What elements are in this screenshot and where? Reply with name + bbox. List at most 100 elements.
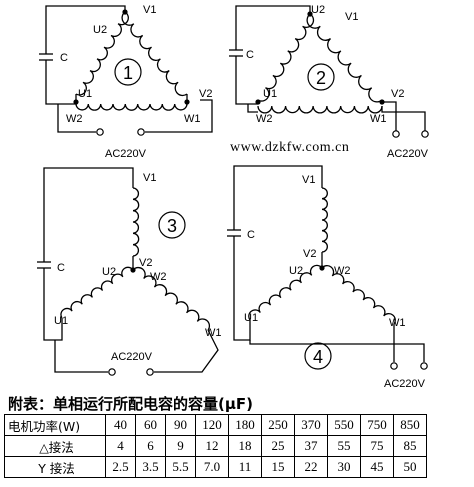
wire [154,329,219,373]
coil-winding [321,187,328,253]
wiring-diagram: V1 U2 C U1 V2 W2 W1 AC220V 1 U2 V1 C U1 … [37,4,429,390]
table-header-delta: △接法 [4,435,106,457]
coil-winding [75,103,188,111]
table-cell: 75 [360,435,394,457]
d4-number: 4 [313,347,323,367]
d2-number-circle [307,63,335,91]
table-cell: 90 [165,414,196,436]
table-cell: 4 [105,435,136,457]
terminal [392,130,400,138]
junction-dot [379,99,385,105]
d2-label-v2: V2 [391,88,404,100]
supply-terminals [96,128,429,376]
table-cell: 180 [228,414,262,436]
wire [235,5,311,50]
wire [382,101,397,132]
d2-label-u1: U1 [263,88,277,100]
d3-number-circle [158,211,186,239]
wire [247,104,258,113]
table-cell: 750 [360,414,394,436]
wire [233,236,251,341]
d4-label-u1: U1 [244,312,258,324]
coil-windings [60,11,396,331]
d2-label-v1: V1 [345,11,358,23]
wire [43,167,134,262]
d2-label-u2: U2 [311,4,325,16]
capacitor-table: 电机功率(W) 40 60 90 120 180 250 370 550 750… [4,414,427,478]
terminal [420,362,428,370]
coil-winding [121,11,188,97]
d1-number: 1 [123,63,133,83]
d4-number-circle [304,342,332,370]
table-cell: 5.5 [165,456,196,478]
coil-winding [321,264,396,325]
d1-label-u2: U2 [93,24,107,36]
table-cell: 7.0 [195,456,229,478]
junction-dot [255,99,261,105]
table-caption-text: ：单相运行所配电容的容量(μF) [38,395,254,413]
coil-winding [248,264,323,321]
junction-dot [130,267,136,273]
d4-label-w2: W2 [334,265,351,277]
coil-winding [257,105,383,114]
table-cell: 30 [327,456,361,478]
table-cell: 55 [327,435,361,457]
table-cell: 120 [195,414,229,436]
terminal [421,130,429,138]
table-cell: 12 [195,435,229,457]
table-header-power: 电机功率(W) [4,414,106,436]
d1-label-u1: U1 [78,88,92,100]
junction-dot [73,99,79,105]
diagram-3: V1 C U2 V2 W2 U1 W1 AC220V 3 [54,172,222,363]
coil-winding [306,13,383,103]
d4-label-u2: U2 [289,265,303,277]
table-caption-prefix: 附表 [8,395,39,413]
table-cell: 6 [135,435,166,457]
d4-label-v1: V1 [302,174,315,186]
d1-label-v1: V1 [143,4,156,16]
junction-dot [307,11,313,17]
d2-label-c: C [246,49,254,61]
table-cell: 22 [294,456,328,478]
table-cell: 50 [393,456,427,478]
wire [43,268,63,341]
d3-label-w1: W1 [205,327,222,339]
table-cell: 550 [327,414,361,436]
coil-winding [132,266,211,331]
table-cell: 18 [228,435,262,457]
d2-number: 2 [316,68,326,88]
wire [381,106,426,132]
diagram-1: V1 U2 C U1 V2 W2 W1 AC220V 1 [60,4,212,160]
wire [45,60,76,105]
wire [235,56,258,105]
table-cell: 85 [393,435,427,457]
d1-label-v2: V2 [199,88,212,100]
table-cell: 37 [294,435,328,457]
table-cell: 25 [261,435,295,457]
d2-label-supply: AC220V [387,148,429,160]
diagram-2: U2 V1 C U1 V2 W2 W1 AC220V 2 [246,4,429,160]
terminal [108,368,116,376]
table-row-delta: △接法 4 6 9 12 18 25 37 55 75 85 [4,435,427,457]
table-cell: 45 [360,456,394,478]
junction-dot [122,9,128,15]
wire [233,165,323,230]
wire [45,5,126,54]
junction-dot [184,99,190,105]
table-row-power: 电机功率(W) 40 60 90 120 180 250 370 550 750… [4,414,427,436]
table-cell: 9 [165,435,196,457]
wire [145,99,213,133]
table-cell: 370 [294,414,328,436]
d3-label-v2: V2 [139,257,152,269]
d3-label-v1: V1 [143,172,156,184]
d3-label-u2: U2 [102,266,116,278]
table-row-y: Y 接法 2.5 3.5 5.5 7.0 11 15 22 30 45 50 [4,456,427,478]
junction-dot [319,265,325,271]
wire [249,340,425,362]
table-cell: 40 [105,414,136,436]
d1-label-c: C [60,52,68,64]
coil-winding [60,266,134,319]
coil-winding [132,187,140,257]
table-cell: 11 [228,456,262,478]
table-cell: 3.5 [135,456,166,478]
